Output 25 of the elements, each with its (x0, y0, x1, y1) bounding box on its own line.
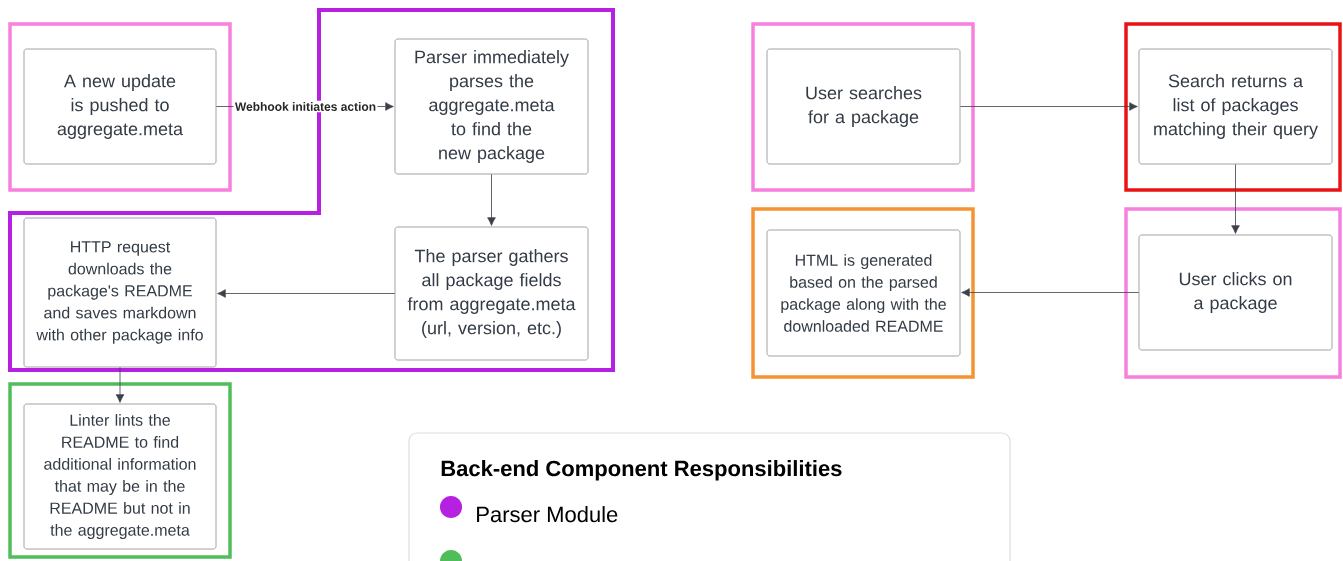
legend-text: Parser Module (477, 506, 618, 523)
arrow (487, 173, 496, 226)
process-box: The parser gathers all package fields from aggregate.meta (url, version, etc.) (394, 226, 589, 361)
module-frame (8, 382, 232, 559)
module-frame (1124, 207, 1342, 379)
process-box: HTTP request downloads the package's README and saves markdown with other package info (23, 217, 217, 368)
module-frame (8, 8, 615, 372)
legend-title: Back-end Component Responsibilities (441, 460, 842, 481)
arrow (961, 288, 1140, 297)
process-box: User clicks on a package (1138, 234, 1333, 351)
process-box: Search returns a list of packages matching their query (1138, 48, 1333, 165)
module-frame (751, 22, 975, 192)
arrow (1231, 163, 1240, 234)
arrow (217, 289, 396, 298)
module-frame (1124, 22, 1342, 192)
process-box: Linter lints the README to find additional information that may be in the README but not in the aggregate.meta (23, 403, 217, 550)
process-box: Parser immediately parses the aggregate.meta to find the new package (394, 38, 589, 175)
process-box: HTML is generated based on the parsed package along with the downloaded README (766, 229, 961, 357)
module-frame (751, 207, 975, 379)
module-frame (8, 22, 232, 192)
process-box: User searches for a package (766, 48, 961, 165)
edge-label: Webhook initiates action (233, 100, 378, 113)
arrow (115, 366, 125, 403)
arrow (959, 102, 1138, 111)
process-box: A new update is pushed to aggregate.meta (23, 48, 217, 165)
